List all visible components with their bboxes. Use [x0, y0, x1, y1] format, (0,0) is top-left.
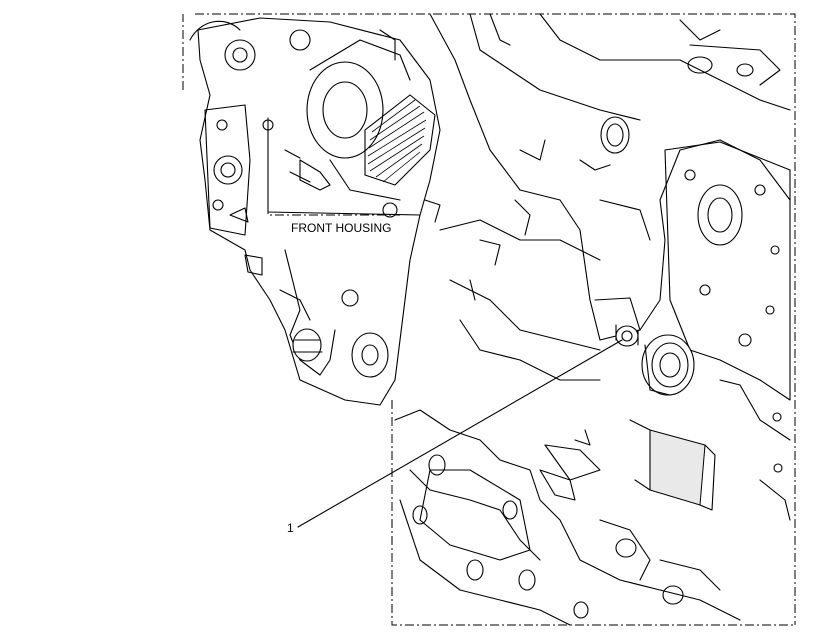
callout-leader-line	[297, 339, 623, 528]
callout-1: 1	[287, 339, 623, 535]
callout-number-1: 1	[287, 521, 294, 535]
front-housing-label: FRONT HOUSING	[291, 221, 391, 235]
cutaway-boundaries	[182, 13, 796, 626]
front-housing	[189, 17, 441, 406]
engine-block	[394, 13, 791, 626]
